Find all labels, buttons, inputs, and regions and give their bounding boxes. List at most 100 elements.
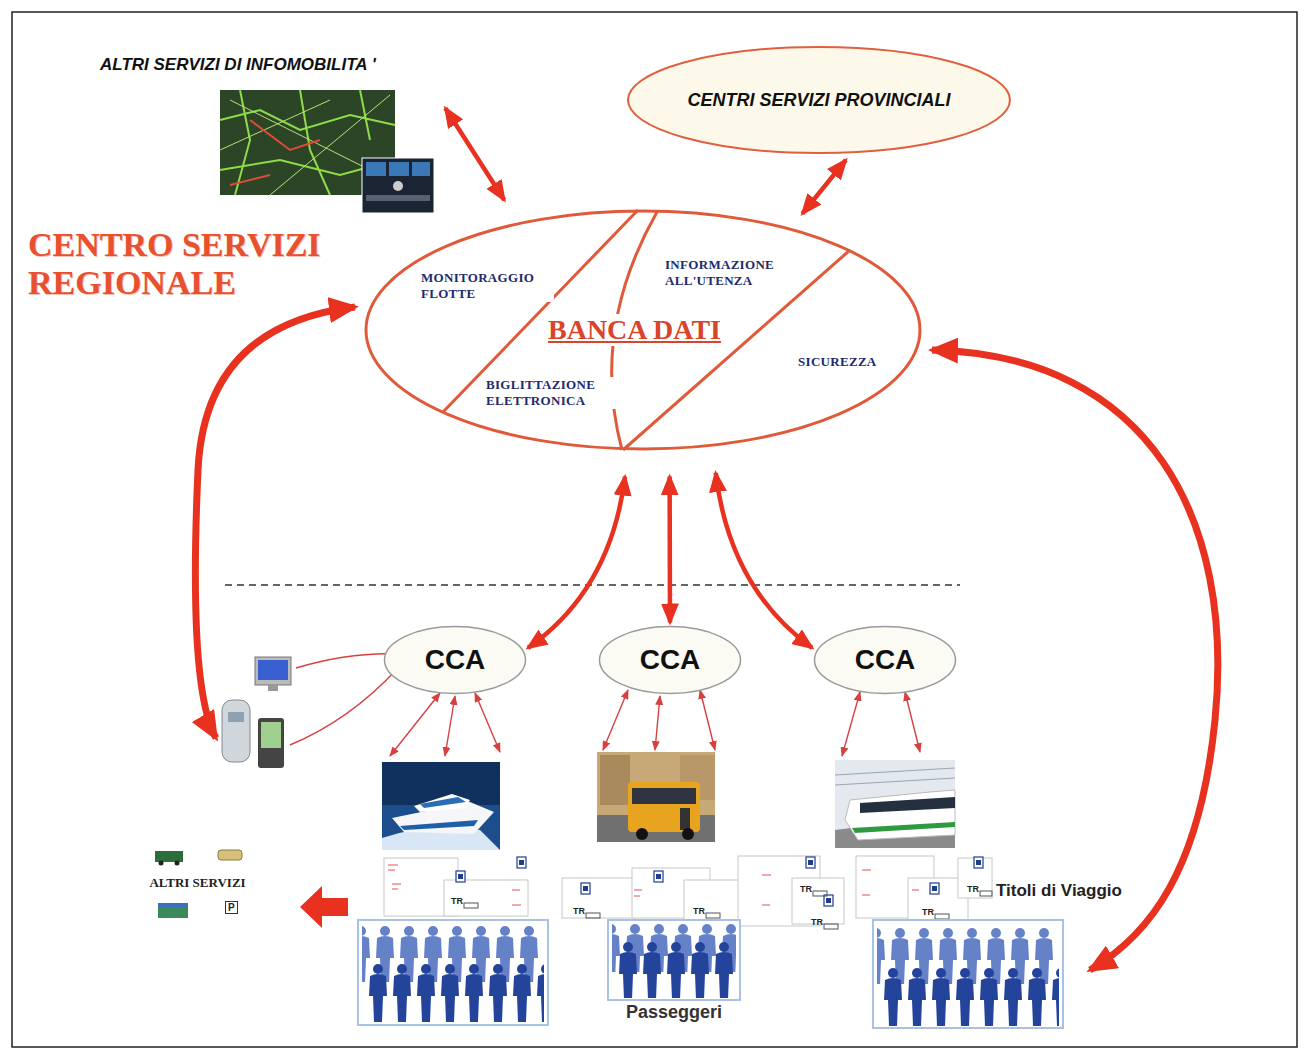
map-picture-part: [412, 162, 430, 176]
ticket-fields-part: [980, 891, 992, 896]
bus-picture-part: [597, 752, 715, 842]
thin-arrows-part: [475, 693, 500, 752]
connector-arrow: [802, 160, 845, 214]
ticket-fields-part: [464, 903, 478, 908]
tickets-label: Titoli di Viaggio: [996, 881, 1122, 901]
ticket-cards-part: [958, 858, 992, 898]
passengers-picture-part: [608, 920, 740, 1000]
map-picture-part: [366, 162, 386, 176]
separator-line: [225, 584, 960, 586]
connector-arrow: [716, 473, 812, 648]
cca-ellipse: CCA: [383, 625, 527, 695]
big-arrows-part: [195, 307, 355, 738]
other-services-icons-part: [175, 861, 180, 866]
ticket-fields-part: [935, 914, 949, 919]
passengers-picture-part: [616, 940, 734, 998]
bus-picture-part: [628, 782, 700, 832]
bus-picture-part: [600, 755, 630, 805]
ellipse-shape: [385, 627, 526, 694]
cca-label: CCA: [640, 644, 701, 676]
ticket-icon-marks-part: [932, 886, 937, 891]
ticket-icons-part: [517, 857, 526, 868]
map-picture-part: [362, 158, 434, 213]
devices-icon-part: [261, 722, 281, 748]
block-arrow: [300, 886, 348, 928]
cca-ellipse: CCA: [813, 625, 957, 695]
cca-label: CCA: [855, 644, 916, 676]
cca-label: CCA: [425, 644, 486, 676]
passengers-picture-part: [881, 966, 1059, 1026]
bus-picture-part: [636, 828, 648, 840]
thin-arrows-part: [905, 692, 920, 752]
section-label: BIGLITTAZIONE ELETTRONICA: [483, 377, 619, 409]
other-services-icons-part: [218, 850, 242, 860]
ticket-icons-part: [581, 883, 590, 894]
ticket-scribbles: [388, 865, 919, 905]
thin-arrows-part: [296, 654, 398, 668]
section-label: MONITORAGGIO FLOTTE: [418, 270, 554, 302]
ticket-cards-part: [562, 878, 636, 918]
group-label: ALTRI SERVIZI: [149, 875, 245, 891]
ticket-icon-marks-part: [458, 874, 463, 879]
map-picture-part: [366, 195, 430, 201]
train-picture-part: [852, 822, 955, 833]
map-picture-part: [230, 120, 320, 185]
section-label: SICUREZZA: [795, 354, 880, 370]
ellipse-shape: [815, 627, 956, 694]
bus-picture-part: [682, 828, 694, 840]
passengers-picture-part: [358, 920, 548, 1025]
devices-icon-part: [268, 685, 278, 691]
ticket-icon-marks-part: [583, 886, 588, 891]
ticket-icon-marks-part: [519, 860, 524, 865]
parking-sign: P: [225, 901, 238, 914]
ticket-icons-part: [806, 857, 815, 868]
database-ellipse: BANCA DATIMONITORAGGIO FLOTTEINFORMAZION…: [363, 208, 923, 452]
ticket-icons-part: [930, 883, 939, 894]
ship-picture-part: [420, 797, 466, 808]
section-divider: [623, 250, 850, 450]
ticket-fields-part: [706, 913, 720, 918]
region-title: CENTRO SERVIZI REGIONALE: [28, 226, 373, 302]
other-services-icons-part: [155, 851, 183, 862]
thin-arrows-part: [842, 692, 860, 756]
infomobility-picture: ALTRI SERVIZI DI INFOMOBILITA ': [100, 55, 440, 215]
ellipse-shape: [628, 47, 1010, 153]
passengers-picture-part-part: [616, 940, 734, 998]
ticket-icon-marks: [458, 860, 981, 903]
other-services-icons-part: [158, 903, 188, 907]
ticket-code: TR: [811, 917, 823, 927]
ticket-code: TR: [922, 907, 934, 917]
devices-icon-part: [222, 700, 250, 762]
section-divider: [443, 210, 638, 412]
devices-icon-part: [258, 660, 288, 680]
ticket-icons: [456, 857, 983, 906]
thin-arrows-part: [445, 696, 455, 756]
devices-icon-part: [255, 657, 291, 685]
connector-arrow: [445, 108, 504, 200]
bus-picture-part: [632, 788, 696, 804]
ship-picture-part: [400, 820, 478, 830]
ticket-fields-part: [586, 913, 600, 918]
ticket-icon-marks-part: [656, 874, 661, 879]
train-picture-part: [835, 760, 955, 848]
ticket-icons-part: [974, 857, 983, 868]
ticket-icons-part: [824, 895, 833, 906]
ticket-cards-part: [444, 880, 528, 916]
page-frame: [12, 12, 1297, 1047]
passengers-picture-part: [366, 962, 544, 1022]
ticket-icon-marks-part: [826, 898, 831, 903]
bus-picture-part: [680, 808, 690, 830]
ticket-fields-part: [824, 924, 838, 929]
database-title: BANCA DATI: [545, 314, 724, 346]
ticket-icons-part: [654, 871, 663, 882]
train-picture-part: [835, 768, 955, 785]
other-services-icons-part: [159, 861, 164, 866]
ticket-fields-part: [813, 891, 827, 896]
ellipse-label: CENTRI SERVIZI PROVINCIALI: [687, 90, 950, 111]
big-arrows-part: [932, 350, 1218, 970]
ticket-code: TR: [573, 906, 585, 916]
map-picture: [220, 90, 434, 213]
thin-arrows-part: [390, 693, 440, 756]
